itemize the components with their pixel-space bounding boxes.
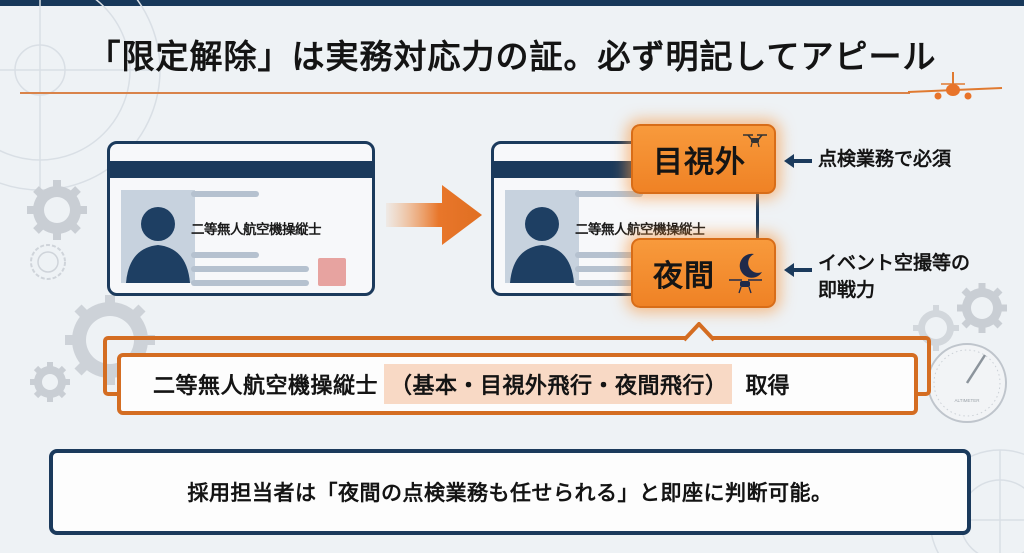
- title-underline: [20, 92, 910, 94]
- airplane-icon: [907, 72, 1003, 100]
- transition-arrow-icon: [386, 185, 482, 245]
- card-text-line: [191, 252, 259, 258]
- arrow-left-icon: [784, 154, 812, 168]
- license-card-before: 二等無人航空機操縦士: [107, 141, 375, 296]
- note-night: イベント空撮等の 即戦力: [784, 250, 970, 304]
- badge-beyond-visual-line-of-sight: 目視外: [631, 124, 776, 194]
- callout-prefix: 二等無人航空機操縦士: [153, 374, 379, 399]
- badge-label: 夜間: [653, 259, 715, 294]
- note-text: イベント空撮等の 即戦力: [818, 250, 970, 304]
- person-silhouette-icon: [121, 190, 195, 283]
- drone-icon: [743, 134, 767, 148]
- card-text-line: [191, 280, 309, 286]
- note-text: 点検業務で必須: [818, 148, 952, 170]
- moon-drone-icon: [729, 253, 762, 294]
- callout-suffix: 取得: [745, 374, 790, 399]
- card-stripe: [110, 161, 372, 178]
- conclusion-box: 採用担当者は「夜間の点検業務も任せられる」と即座に判断可能。: [49, 449, 971, 535]
- arrow-left-icon: [784, 263, 812, 277]
- svg-text:ALTIMETER: ALTIMETER: [955, 398, 981, 403]
- page-title: 「限定解除」は実務対応力の証。必ず明記してアピール: [87, 37, 937, 76]
- card-seal: [318, 258, 346, 286]
- top-bar: [0, 0, 1024, 6]
- badge-night-flight: 夜間: [631, 238, 776, 308]
- card-license-name: 二等無人航空機操縦士: [575, 222, 706, 238]
- callout-license-box: 二等無人航空機操縦士 （基本・目視外飛行・夜間飛行） 取得: [117, 353, 918, 415]
- card-text-line: [191, 191, 259, 197]
- badge-label: 目視外: [653, 145, 746, 180]
- note-line-2: 即戦力: [818, 279, 876, 301]
- card-license-name: 二等無人航空機操縦士: [191, 222, 322, 238]
- gear-icon: [27, 180, 87, 240]
- card-text-line: [191, 266, 309, 272]
- card-text-line: [575, 252, 643, 258]
- callout-highlight: （基本・目視外飛行・夜間飛行）: [384, 364, 732, 404]
- altimeter-icon: ALTIMETER: [927, 343, 1007, 423]
- card-text-line: [575, 191, 643, 197]
- conclusion-text: 採用担当者は「夜間の点検業務も任せられる」と即座に判断可能。: [187, 481, 833, 505]
- note-line-1: イベント空撮等の: [818, 252, 971, 274]
- note-beyond-visual: 点検業務で必須: [784, 146, 951, 173]
- person-silhouette-icon: [505, 190, 579, 283]
- callout-pointer: [684, 322, 714, 342]
